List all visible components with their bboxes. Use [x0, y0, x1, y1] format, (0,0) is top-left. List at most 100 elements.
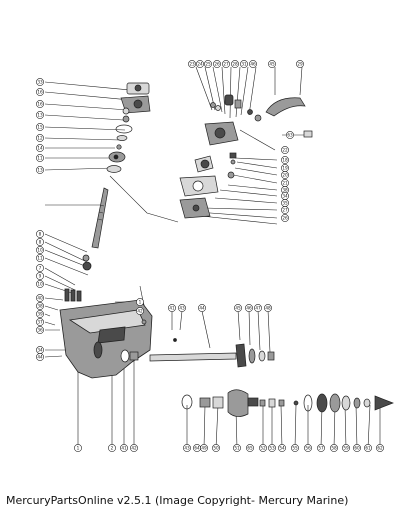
callout-number: 8 — [39, 240, 42, 245]
callout-number: 35 — [282, 201, 288, 206]
callout-bottom-row-20: 64 — [193, 444, 201, 452]
prop-shaft-assembly — [120, 319, 275, 368]
callout-top-right-8: 45 — [268, 60, 276, 68]
callout-middle-row-4: 44 — [198, 304, 206, 312]
callout-number: 11 — [37, 156, 43, 161]
callout-bottom-row-5: 49 — [200, 444, 208, 452]
callout-number: 51 — [234, 446, 240, 451]
callout-number: 55 — [292, 446, 298, 451]
callout-number: 38 — [37, 304, 43, 309]
callout-left-column-14: 9 — [36, 272, 44, 280]
callout-bottom-row-13: 57 — [317, 444, 325, 452]
callout-number: 48 — [265, 306, 271, 311]
callout-number: 27 — [282, 208, 288, 213]
callout-left-column-17: 38 — [36, 302, 44, 310]
callout-number: 2 — [111, 446, 114, 451]
callout-number: 13 — [37, 113, 43, 118]
callout-number: 21 — [282, 181, 288, 186]
callout-number: 33 — [37, 80, 43, 85]
callout-number: 63 — [287, 133, 293, 138]
callout-number: 50 — [213, 446, 219, 451]
callout-number: 34 — [37, 348, 43, 353]
callout-left-column-10: 8 — [36, 238, 44, 246]
callout-number: 61 — [365, 446, 371, 451]
callout-number: 14 — [37, 146, 43, 151]
callout-left-column-16: 40 — [36, 294, 44, 302]
callout-bottom-row-11: 55 — [291, 444, 299, 452]
callout-right-column-9: 26 — [281, 214, 289, 222]
callout-number: 52 — [260, 446, 266, 451]
callout-number: 45 — [269, 62, 275, 67]
callout-number: 58 — [331, 446, 337, 451]
callout-number: 7 — [39, 266, 42, 271]
callout-left-column-11: 10 — [36, 246, 44, 254]
callout-top-right-1: 24 — [196, 60, 204, 68]
callout-bottom-row-17: 61 — [364, 444, 372, 452]
callout-number: 13 — [37, 168, 43, 173]
callout-left-column-19: 37 — [36, 318, 44, 326]
callout-number: 10 — [37, 282, 43, 287]
callout-number: 44 — [199, 306, 205, 311]
callout-left-column-22: 44 — [36, 353, 44, 361]
callout-bottom-row-10: 54 — [278, 444, 286, 452]
callout-number: 16 — [37, 102, 43, 107]
callout-labels: 3316161315121411138810117910403839373634… — [36, 60, 384, 452]
callout-bottom-row-1: 2 — [108, 444, 116, 452]
callout-top-right-7: 46 — [249, 60, 257, 68]
callout-right-column-6: 34 — [281, 192, 289, 200]
callout-top-right-0: 23 — [188, 60, 196, 68]
callout-number: 46 — [246, 306, 252, 311]
drive-shaft — [91, 187, 109, 249]
callout-middle-row-5: 45 — [234, 304, 242, 312]
callout-number: 56 — [305, 446, 311, 451]
callout-number: 43 — [184, 446, 190, 451]
callout-right-column-3: 20 — [281, 171, 289, 179]
callout-number: 11 — [37, 256, 43, 261]
callout-left-column-9: 8 — [36, 230, 44, 238]
callout-number: 65 — [247, 446, 253, 451]
callout-number: 34 — [282, 194, 288, 199]
callout-number: 54 — [279, 446, 285, 451]
callout-number: 23 — [189, 62, 195, 67]
callout-bottom-row-6: 50 — [212, 444, 220, 452]
callout-left-column-7: 11 — [36, 154, 44, 162]
callout-middle-row-3: 43 — [178, 304, 186, 312]
callout-left-column-12: 11 — [36, 254, 44, 262]
callout-number: 36 — [37, 328, 43, 333]
callout-number: 47 — [255, 306, 261, 311]
callout-number: 8 — [39, 232, 42, 237]
callout-left-column-8: 13 — [36, 166, 44, 174]
callout-number: 42 — [131, 446, 137, 451]
callout-bottom-row-8: 52 — [259, 444, 267, 452]
callout-number: 28 — [232, 62, 238, 67]
callout-number: 37 — [37, 320, 43, 325]
callout-number: 38 — [282, 188, 288, 193]
callout-middle-row-0: 1 — [136, 298, 144, 306]
callout-number: 18 — [282, 158, 288, 163]
callout-number: 45 — [235, 306, 241, 311]
callout-bottom-row-19: 63 — [286, 131, 294, 139]
callout-number: 26 — [214, 62, 220, 67]
callout-middle-row-8: 48 — [264, 304, 272, 312]
callout-number: 57 — [318, 446, 324, 451]
callout-number: 41 — [121, 446, 127, 451]
callout-left-column-3: 13 — [36, 111, 44, 119]
callout-number: 31 — [241, 62, 247, 67]
callout-number: 15 — [37, 125, 43, 130]
callout-bottom-row-14: 58 — [330, 444, 338, 452]
callout-right-column-0: 22 — [281, 146, 289, 154]
callout-bottom-row-15: 59 — [342, 444, 350, 452]
callout-number: 41 — [169, 306, 175, 311]
callout-bottom-row-2: 41 — [120, 444, 128, 452]
callout-number: 19 — [282, 166, 288, 171]
gear-housing — [59, 254, 153, 379]
callout-left-column-1: 16 — [36, 88, 44, 96]
callout-number: 16 — [37, 90, 43, 95]
pump-housing-assembly — [179, 94, 313, 219]
callout-right-column-4: 21 — [281, 179, 289, 187]
callout-number: 62 — [377, 446, 383, 451]
callout-bottom-row-4: 43 — [183, 444, 191, 452]
callout-top-right-3: 26 — [213, 60, 221, 68]
callout-top-right-5: 28 — [231, 60, 239, 68]
callout-number: 9 — [39, 274, 42, 279]
